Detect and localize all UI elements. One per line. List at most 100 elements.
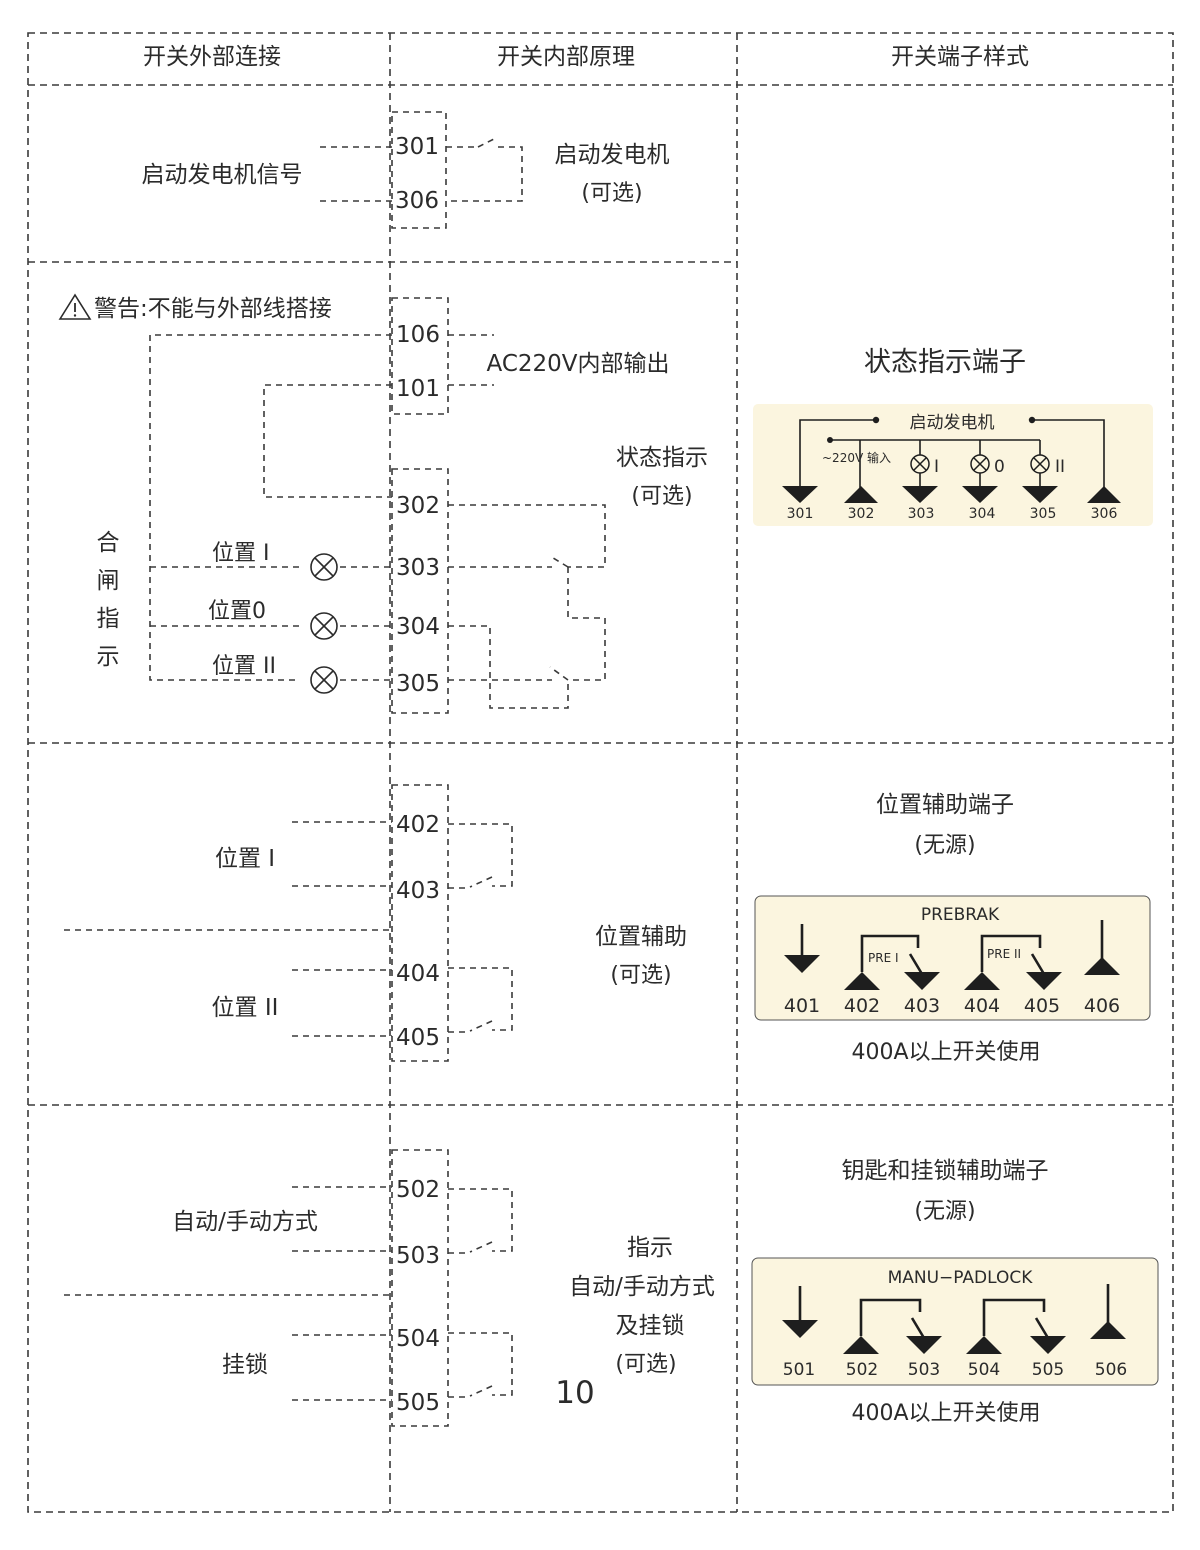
padlock-panel-terminal-506: 506 [1095, 1360, 1127, 1380]
terminal-303-arrow-icon [902, 486, 938, 503]
padlock-panel-terminal-502: 502 [846, 1360, 878, 1380]
status-terminal-panel: 状态指示端子 启动发电机 ~220V 输入 I 0 II [753, 347, 1153, 526]
closing-indicator-char-2: 闸 [97, 568, 120, 594]
padlock-panel-terminal-504: 504 [968, 1360, 1000, 1380]
terminal-504-arrow-icon [966, 1336, 1002, 1354]
terminal-506-arrow-icon [1090, 1321, 1126, 1339]
indicator-line-2: 自动/手动方式 [569, 1274, 715, 1300]
panel-lamp-0-icon [970, 454, 990, 474]
start-generator-note: (可选) [581, 181, 642, 206]
terminal-403-arrow-icon [904, 972, 940, 990]
closing-indicator-char-4: 示 [97, 644, 120, 670]
position-panel-terminal-403: 403 [904, 995, 940, 1017]
status-panel-top-label: 启动发电机 [910, 413, 995, 433]
status-panel-terminal-306: 306 [1091, 506, 1118, 522]
terminal-501-arrow-icon [782, 1320, 818, 1338]
terminal-401-arrow-icon [784, 955, 820, 973]
status-panel-terminal-301: 301 [787, 506, 814, 522]
padlock-panel-title: 钥匙和挂锁辅助端子 [842, 1158, 1049, 1184]
status-panel-terminal-302: 302 [848, 506, 875, 522]
terminal-306-arrow-icon [1087, 486, 1121, 503]
padlock-panel-top-label: MANU−PADLOCK [888, 1268, 1034, 1288]
terminal-402-arrow-icon [844, 972, 880, 990]
lamp-position-2-icon [310, 666, 338, 694]
terminal-302-arrow-icon [844, 486, 878, 503]
terminal-404-arrow-icon [964, 972, 1000, 990]
terminal-301-arrow-icon [782, 486, 818, 503]
section-position-auxiliary: 位置 I 位置 II 402 403 404 405 位置辅助 (可选) [64, 784, 687, 1062]
terminal-503: 503 [396, 1243, 440, 1269]
indicator-line-3: 及挂锁 [616, 1313, 685, 1339]
position-panel-terminal-405: 405 [1024, 995, 1060, 1017]
status-panel-input-label: ~220V 输入 [822, 450, 891, 465]
auto-manual-mode-label: 自动/手动方式 [172, 1209, 318, 1235]
terminal-304-arrow-icon [962, 486, 998, 503]
position-panel-pre2: PRE II [987, 947, 1021, 961]
terminal-304: 304 [396, 614, 440, 640]
terminal-502-arrow-icon [843, 1336, 879, 1354]
lamp-position-0-icon [310, 612, 338, 640]
position-aux-1-label: 位置 I [215, 846, 275, 872]
section-status-indicator: 警告:不能与外部线搭接 106 101 AC220V内部输出 302 303 3… [58, 293, 708, 714]
position-aux-2-label: 位置 II [212, 995, 279, 1021]
panel-lamp-1-label: I [934, 457, 939, 477]
position-panel-terminal-402: 402 [844, 995, 880, 1017]
status-indicator-note: (可选) [631, 484, 692, 509]
section-start-generator: 启动发电机信号 301 306 启动发电机 (可选) [142, 111, 670, 229]
indicator-line-1: 指示 [627, 1235, 673, 1261]
terminal-306: 306 [395, 188, 439, 214]
ac220v-output-label: AC220V内部输出 [486, 351, 669, 377]
position-panel-note: (无源) [914, 833, 975, 858]
table-grid [27, 32, 1174, 1513]
position-panel-terminal-406: 406 [1084, 995, 1120, 1017]
position-panel-top-label: PREBRAK [921, 905, 1000, 925]
status-indicator-label: 状态指示 [616, 445, 708, 471]
terminal-301: 301 [395, 134, 439, 160]
section-manual-padlock: 自动/手动方式 挂锁 502 503 504 505 指示 自动/手动方式 及挂… [64, 1149, 715, 1427]
terminal-505: 505 [396, 1390, 440, 1416]
warning-icon [58, 293, 92, 320]
position-panel-title: 位置辅助端子 [876, 792, 1014, 818]
terminal-405-arrow-icon [1026, 972, 1062, 990]
terminal-305-arrow-icon [1022, 486, 1058, 503]
terminal-406-arrow-icon [1084, 957, 1120, 975]
terminal-101: 101 [396, 376, 440, 402]
terminal-106: 106 [396, 322, 440, 348]
terminal-303: 303 [396, 555, 440, 581]
terminal-504: 504 [396, 1326, 440, 1352]
panel-lamp-2-label: II [1055, 457, 1065, 477]
panel-lamp-0-label: 0 [994, 457, 1005, 477]
status-panel-terminal-305: 305 [1030, 506, 1057, 522]
terminal-402: 402 [396, 812, 440, 838]
position-aux-internal-label: 位置辅助 [595, 924, 687, 950]
panel-lamp-2-icon [1030, 454, 1050, 474]
padlock-panel-note: (无源) [914, 1199, 975, 1224]
terminal-405: 405 [396, 1025, 440, 1051]
closing-indicator-char-1: 合 [97, 530, 120, 556]
terminal-302: 302 [396, 493, 440, 519]
position-panel-terminal-401: 401 [784, 995, 820, 1017]
indicator-line-4: (可选) [615, 1352, 676, 1377]
header-internal: 开关内部原理 [497, 44, 635, 70]
terminal-502: 502 [396, 1177, 440, 1203]
position-1-label: 位置 I [212, 541, 269, 566]
status-panel-terminal-303: 303 [908, 506, 935, 522]
terminal-404: 404 [396, 961, 440, 987]
position-panel-pre1: PRE I [868, 951, 899, 965]
position-terminal-panel: 位置辅助端子 (无源) PREBRAK PRE I PRE II 401 402… [754, 792, 1151, 1065]
start-generator-signal-label: 启动发电机信号 [142, 162, 303, 188]
terminal-503-arrow-icon [906, 1336, 942, 1354]
terminal-403: 403 [396, 878, 440, 904]
lamp-position-1-icon [310, 553, 338, 581]
warning-text: 警告:不能与外部线搭接 [94, 296, 332, 322]
page-number: 10 [555, 1375, 594, 1411]
panel-lamp-1-icon [910, 454, 930, 474]
position-aux-internal-note: (可选) [610, 963, 671, 988]
padlock-terminal-panel: 钥匙和挂锁辅助端子 (无源) MANU−PADLOCK 501 502 503 … [751, 1158, 1159, 1426]
terminal-305: 305 [396, 671, 440, 697]
padlock-panel-footer: 400A以上开关使用 [851, 1401, 1040, 1426]
padlock-panel-terminal-501: 501 [783, 1360, 815, 1380]
header-terminal: 开关端子样式 [891, 44, 1029, 70]
terminal-505-arrow-icon [1030, 1336, 1066, 1354]
